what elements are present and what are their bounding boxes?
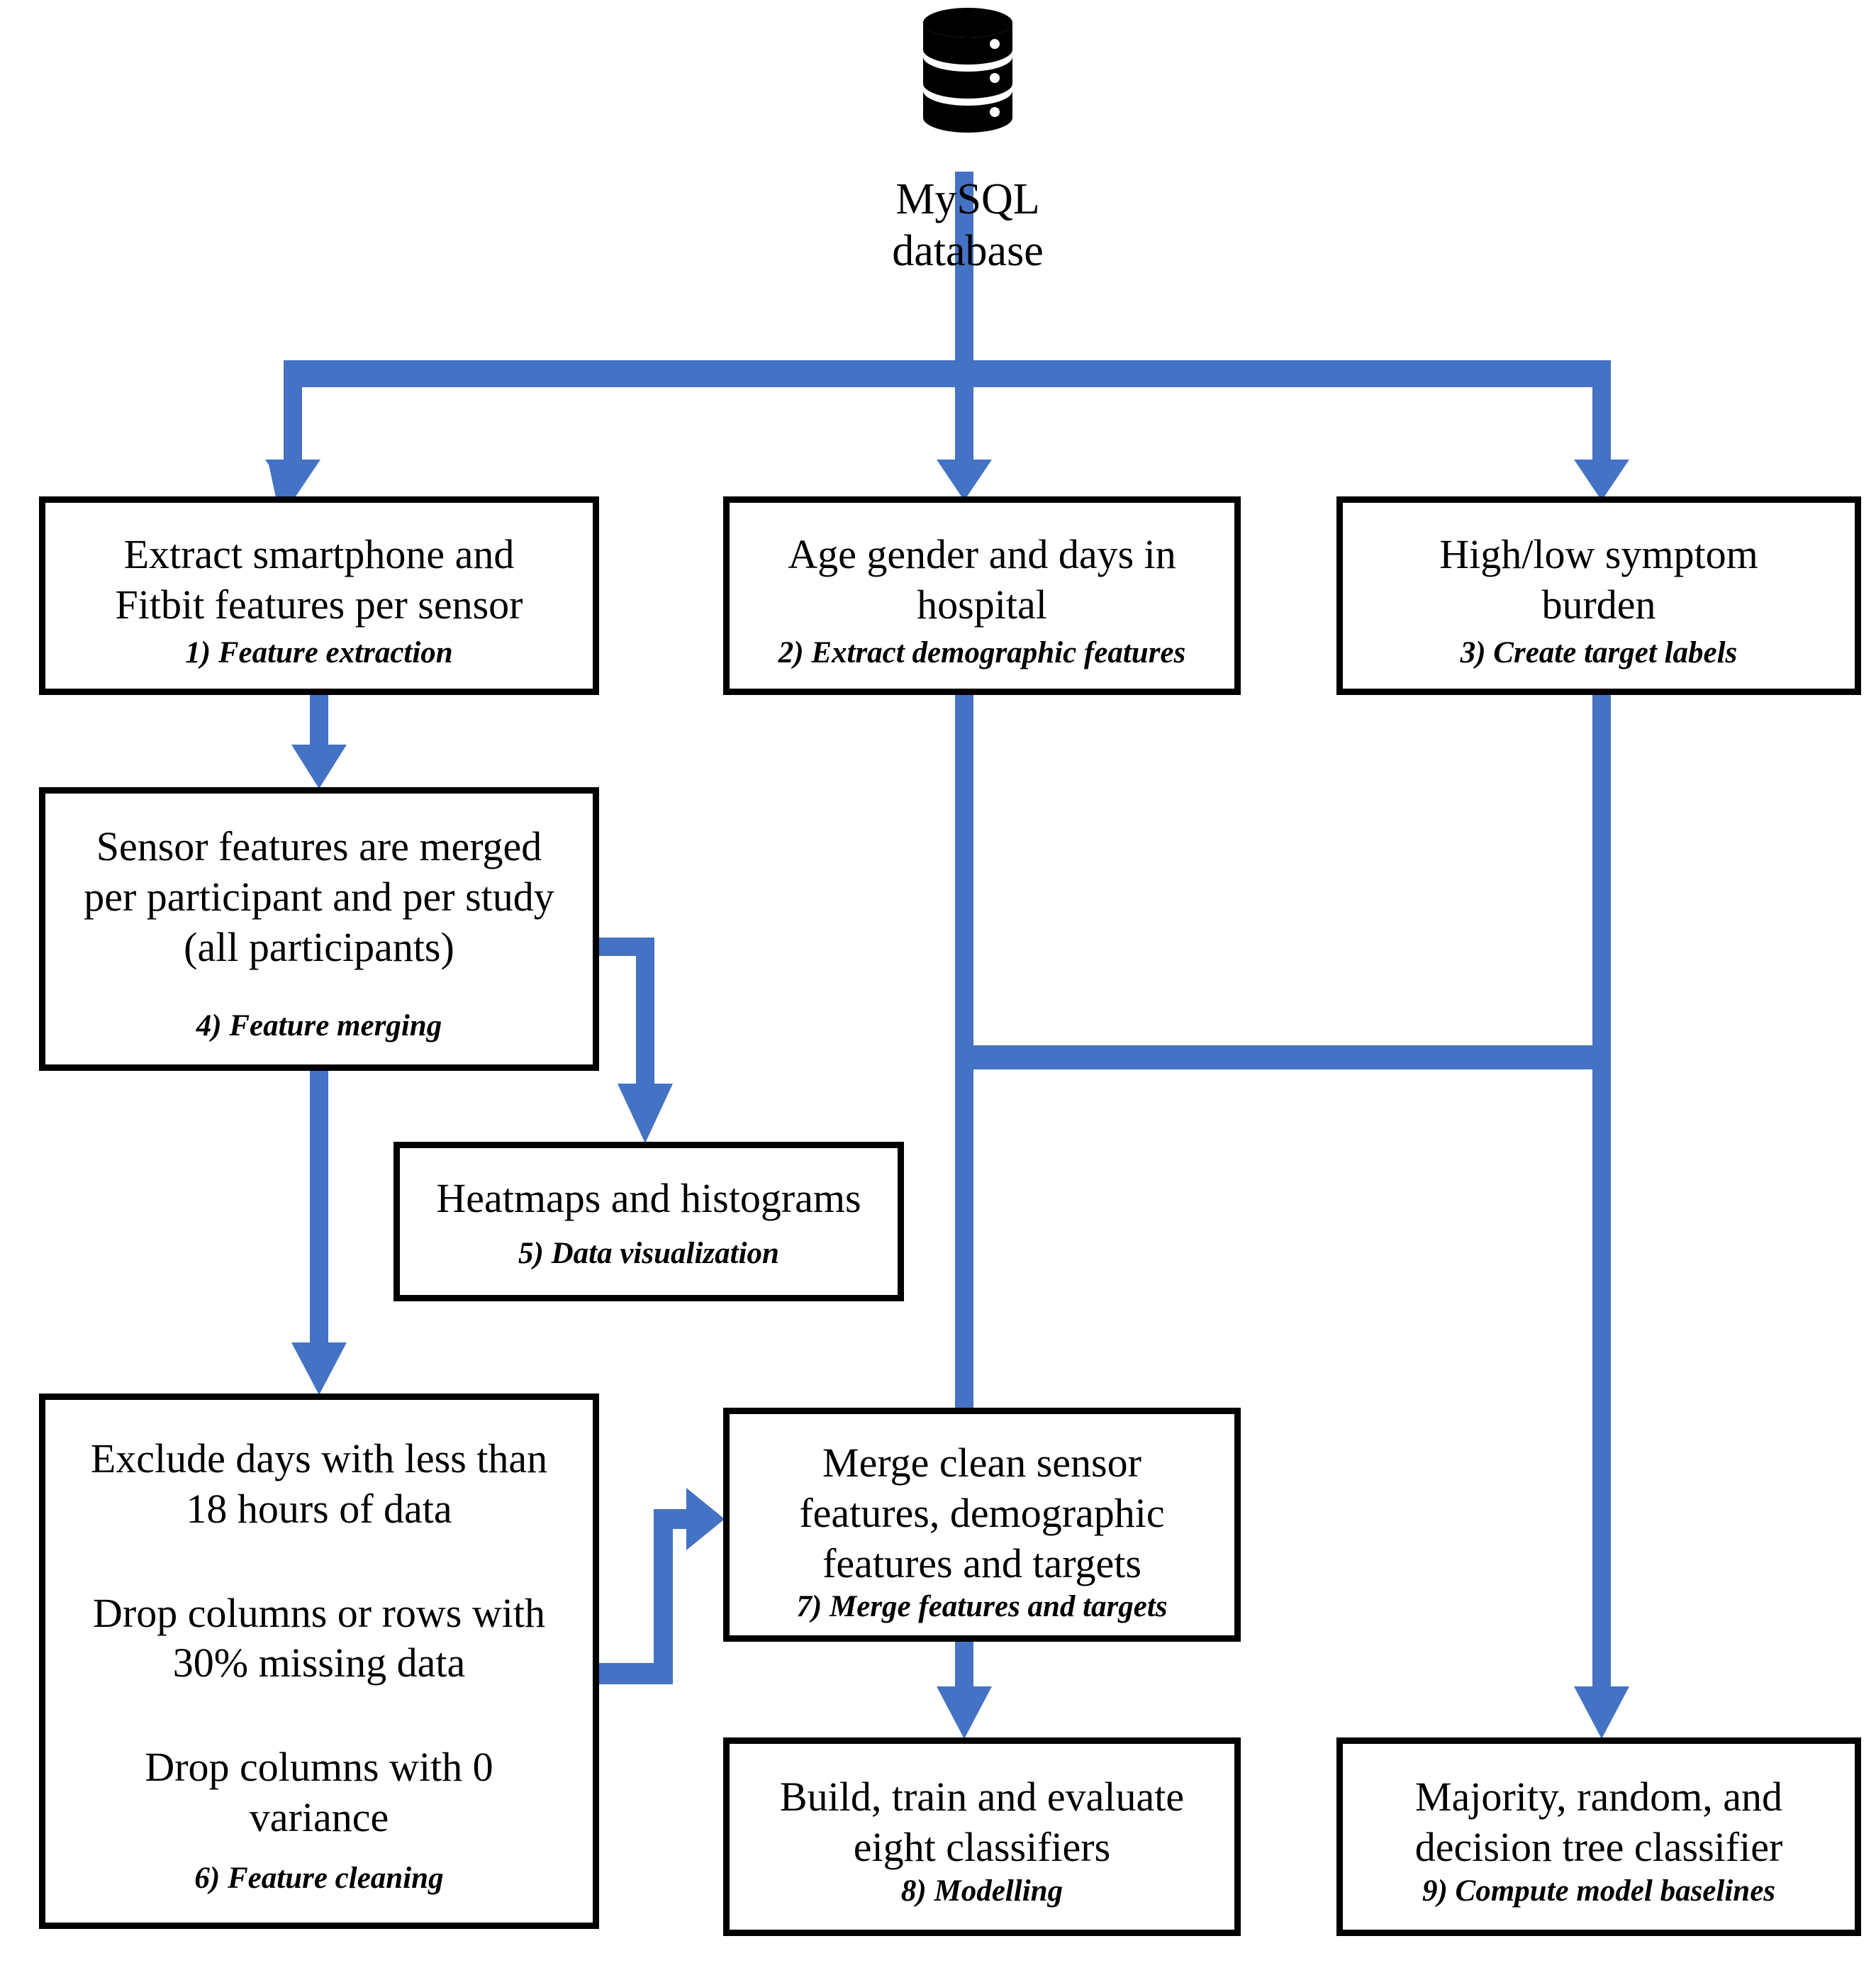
node-step-label: 7) Merge features and targets	[796, 1590, 1168, 1624]
database-cylinder-icon	[923, 8, 1012, 133]
node-step-label: 4) Feature merging	[196, 1009, 442, 1043]
arrow-n8-head	[937, 1686, 992, 1739]
node-title: Build, train and evaluate eight classifi…	[779, 1774, 1185, 1870]
node-feature-extraction[interactable]: Extract smartphone and Fitbit features p…	[39, 496, 599, 695]
node-create-target-labels[interactable]: High/low symptom burden 3) Create target…	[1336, 496, 1861, 695]
edge-n4-to-n5-horizontal	[599, 938, 654, 956]
node-compute-model-baselines[interactable]: Majority, random, and decision tree clas…	[1336, 1737, 1861, 1936]
node-title: Sensor features are merged per participa…	[84, 823, 554, 970]
node-step-label: 6) Feature cleaning	[194, 1862, 444, 1896]
arrow-n4-head	[291, 745, 347, 789]
edge-n4-to-n5-vertical	[636, 938, 654, 1085]
node-title: Extract smartphone and Fitbit features p…	[115, 531, 523, 628]
arrow-n5-head	[618, 1084, 673, 1143]
edge-n6-to-n7-vertical	[654, 1509, 673, 1684]
node-step-label: 1) Feature extraction	[185, 636, 453, 670]
edge-n7-to-n8-stem	[955, 1642, 973, 1689]
arrow-n1-head	[265, 460, 320, 501]
node-title: Age gender and days in hospital	[788, 531, 1176, 628]
edge-n6-to-n7-horizontal-high	[654, 1509, 702, 1529]
edge-bus-to-n1-arrowhead	[268, 461, 308, 501]
node-title: Majority, random, and decision tree clas…	[1414, 1774, 1783, 1870]
edge-bridge-bar	[955, 1045, 1611, 1069]
arrow-n3-head	[1574, 460, 1629, 501]
database-caption-line2: database	[892, 227, 1044, 276]
node-step-label: 3) Create target labels	[1460, 636, 1738, 670]
node-step-label: 8) Modelling	[900, 1874, 1063, 1908]
database-caption-line1: MySQL	[895, 175, 1040, 223]
arrow-n9-head	[1574, 1686, 1629, 1739]
arrow-n6-head	[291, 1342, 347, 1395]
edge-bus-to-n3-stem	[1592, 360, 1611, 461]
node-merge-features-and-targets[interactable]: Merge clean sensor features, demographic…	[723, 1408, 1241, 1642]
node-step-label: 5) Data visualization	[518, 1237, 779, 1271]
edge-n4-to-n6-stem	[310, 1071, 328, 1344]
node-title: High/low symptom burden	[1439, 531, 1758, 628]
node-data-visualization[interactable]: Heatmaps and histograms 5) Data visualiz…	[393, 1142, 904, 1301]
node-title-part-1: Exclude days with less than 18 hours of …	[90, 1435, 548, 1532]
node-feature-cleaning[interactable]: Exclude days with less than 18 hours of …	[39, 1394, 599, 1929]
node-title: Merge clean sensor features, demographic…	[799, 1440, 1165, 1586]
node-extract-demographic-features[interactable]: Age gender and days in hospital 2) Extra…	[723, 496, 1241, 695]
edge-n1-to-n4-stem	[310, 695, 328, 746]
edge-distribution-bus	[284, 360, 1611, 387]
node-modelling[interactable]: Build, train and evaluate eight classifi…	[723, 1737, 1241, 1936]
edge-bus-to-n1-stem	[284, 360, 302, 481]
node-title-part-2: Drop columns or rows with 30% missing da…	[93, 1589, 545, 1686]
edge-n2-to-n7-stem	[955, 695, 973, 1448]
node-title-part-3: Drop columns with 0 variance	[145, 1744, 493, 1840]
edge-bus-to-n2-stem	[955, 360, 973, 461]
edge-n3-to-n9-stem	[1592, 695, 1611, 1688]
node-step-label: 2) Extract demographic features	[778, 636, 1186, 670]
database-caption: MySQL database	[791, 174, 1145, 277]
node-feature-merging[interactable]: Sensor features are merged per participa…	[39, 787, 599, 1071]
node-step-label: 9) Compute model baselines	[1422, 1874, 1776, 1908]
node-title: Heatmaps and histograms	[436, 1175, 861, 1221]
edge-n6-to-n7-horizontal-low	[599, 1663, 673, 1684]
arrow-n2-head	[937, 460, 992, 501]
arrow-n7-left-head	[686, 1488, 725, 1550]
